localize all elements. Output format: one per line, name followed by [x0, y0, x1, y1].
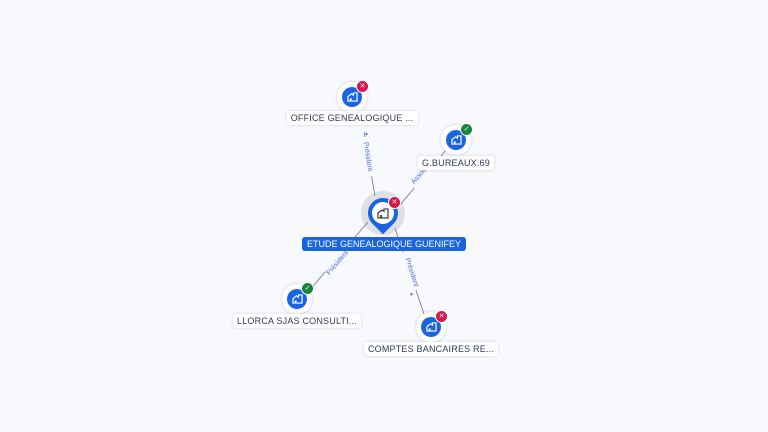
center-node[interactable]: [372, 202, 394, 224]
check-badge-icon: ✓: [301, 282, 314, 295]
node-g-bureaux[interactable]: ✓: [441, 123, 473, 155]
close-badge-icon: ✕: [435, 310, 448, 323]
node-label[interactable]: LLORCA SJAS CONSULTI...: [233, 314, 361, 328]
company-building-icon: [377, 207, 389, 219]
node-label[interactable]: COMPTES BANCAIRES RE...: [363, 342, 499, 356]
arrow-icon: ▲: [364, 131, 369, 137]
company-building-icon: [291, 294, 303, 304]
node-label[interactable]: OFFICE GENEALOGIQUE ...: [286, 111, 418, 125]
arrow-icon: ▼: [409, 292, 414, 298]
company-building-icon: [425, 322, 437, 332]
edge-label-office: Président: [362, 142, 374, 172]
close-badge-icon: ✕: [388, 196, 401, 209]
center-node-label[interactable]: ETUDE GENEALOGIQUE GUENIFEY: [301, 237, 467, 251]
node-llorca[interactable]: ✓: [282, 282, 314, 314]
company-building-icon: [346, 92, 358, 102]
node-label[interactable]: G.BUREAUX.69: [418, 156, 494, 170]
edge-label-llorca: Président: [326, 249, 350, 276]
node-office-genealogique[interactable]: ✕: [337, 80, 369, 112]
check-badge-icon: ✓: [460, 123, 473, 136]
node-comptes-bancaires[interactable]: ✕: [416, 310, 448, 342]
company-building-icon: [450, 135, 462, 145]
close-badge-icon: ✕: [356, 80, 369, 93]
